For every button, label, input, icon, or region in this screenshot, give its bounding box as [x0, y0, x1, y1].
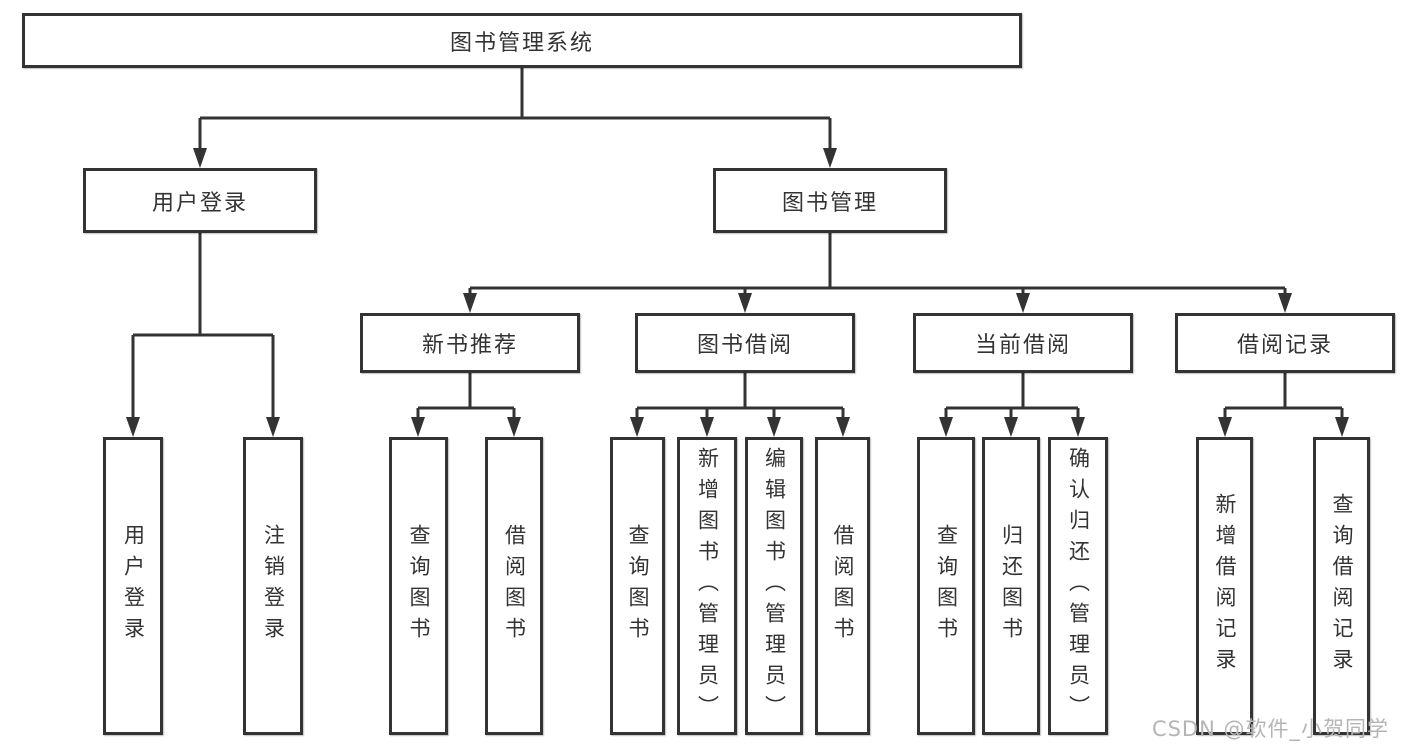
leaf-edit-books-admin: 编辑图书（管理员） [745, 437, 803, 735]
leaf-query-books-borrowing: 查询图书 [610, 437, 665, 735]
node-book-borrowing: 图书借阅 [635, 313, 855, 373]
leaf-logout-login: 注销登录 [243, 437, 303, 735]
leaf-query-books-recommend: 查询图书 [389, 437, 448, 735]
arrowhead [1278, 293, 1292, 313]
arrowhead [939, 417, 953, 437]
leaf-label: 编辑图书（管理员） [762, 446, 787, 726]
arrowhead [1004, 417, 1018, 437]
node-current-borrowing: 当前借阅 [913, 313, 1133, 373]
leaf-query-books-current: 查询图书 [917, 437, 975, 735]
leaf-label: 确认归还（管理员） [1066, 446, 1091, 726]
arrowhead [411, 417, 425, 437]
connector-new-book-to-leaves [416, 373, 516, 419]
node-label: 当前借阅 [974, 333, 1071, 358]
leaf-confirm-return-admin: 确认归还（管理员） [1048, 437, 1108, 735]
leaf-return-books: 归还图书 [982, 437, 1040, 735]
connector-user-login-to-leaves [131, 233, 275, 419]
node-user-login: 用户登录 [83, 168, 317, 233]
arrowhead [1335, 417, 1349, 437]
leaf-borrow-books-recommend: 借阅图书 [485, 437, 543, 735]
node-book-management: 图书管理 [713, 168, 947, 233]
leaf-label: 查询图书 [626, 524, 650, 648]
arrowhead [1016, 293, 1030, 313]
arrowhead [630, 417, 644, 437]
arrowhead [836, 417, 850, 437]
arrowhead [738, 293, 752, 313]
leaf-label: 查询图书 [407, 524, 431, 648]
arrowhead [507, 417, 521, 437]
node-new-book-recommend: 新书推荐 [360, 313, 580, 373]
leaf-label: 用户登录 [121, 524, 146, 648]
arrowhead [266, 417, 280, 437]
leaf-label: 查询图书 [934, 524, 959, 648]
arrowhead [767, 417, 781, 437]
leaf-add-books-admin: 新增图书（管理员） [677, 437, 737, 735]
node-label: 借阅记录 [1236, 333, 1333, 358]
arrowhead [1218, 417, 1232, 437]
node-label: 图书借阅 [696, 333, 793, 358]
leaf-label: 借阅图书 [502, 524, 527, 648]
leaf-label: 新增图书（管理员） [695, 446, 720, 726]
node-label: 新书推荐 [421, 333, 518, 358]
leaf-label: 查询借阅记录 [1330, 493, 1354, 679]
leaf-label: 归还图书 [999, 524, 1024, 648]
node-label: 用户登录 [151, 190, 248, 216]
arrowhead [463, 293, 477, 313]
arrowhead [1071, 417, 1085, 437]
arrowhead [193, 148, 207, 168]
leaf-query-borrow-record: 查询借阅记录 [1313, 437, 1370, 735]
csdn-watermark: CSDN @软件_小贺同学 [1151, 717, 1389, 741]
leaf-borrow-books-borrowing: 借阅图书 [815, 437, 870, 735]
node-root-library-system: 图书管理系统 [22, 13, 1022, 68]
arrowhead [126, 417, 140, 437]
leaf-add-borrow-record: 新增借阅记录 [1196, 437, 1253, 735]
leaf-label: 借阅图书 [831, 524, 855, 648]
leaf-user-login: 用户登录 [103, 437, 163, 735]
leaf-label: 注销登录 [261, 524, 286, 648]
connector-borrowing-records-to-leaves [1223, 373, 1344, 419]
node-borrowing-records: 借阅记录 [1175, 313, 1395, 373]
connector-current-borrowing-to-leaves [944, 373, 1080, 419]
node-label: 图书管理 [781, 190, 878, 216]
leaf-label: 新增借阅记录 [1213, 493, 1237, 679]
node-label: 图书管理系统 [449, 30, 594, 56]
arrowhead [700, 417, 714, 437]
connector-book-borrowing-to-leaves [635, 373, 845, 419]
connector-book-management-to-level3 [468, 233, 1287, 296]
arrowhead [823, 148, 837, 168]
connector-root-to-level2 [198, 68, 832, 150]
